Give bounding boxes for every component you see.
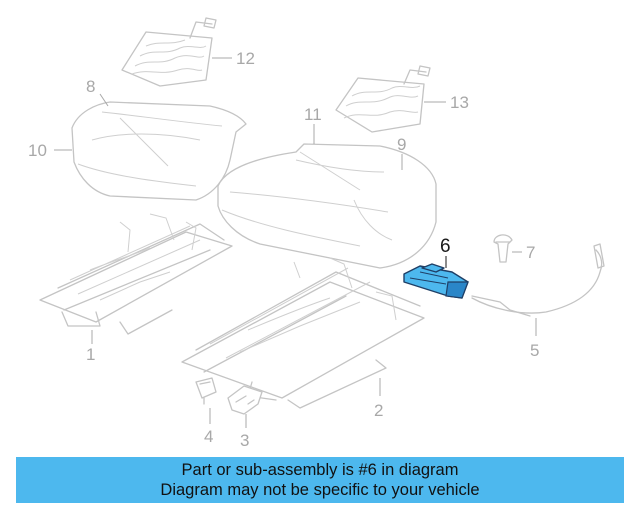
callout-7: 7: [526, 243, 535, 262]
callout-10: 10: [28, 141, 47, 160]
part-13-heater-pad: [335, 65, 431, 133]
part-12-heater-pad: [121, 17, 217, 87]
part-7-push-clip: [493, 234, 513, 263]
callout-12: 12: [236, 49, 255, 68]
part-4-clip: [195, 377, 217, 405]
part-2-seat-track: [181, 257, 425, 409]
part-5-cable: [471, 243, 605, 317]
callout-3: 3: [240, 431, 249, 450]
callout-13: 13: [450, 93, 469, 112]
part-3-bracket: [227, 385, 263, 415]
callout-11: 11: [304, 105, 322, 124]
callout-2: 2: [374, 401, 383, 420]
info-banner: Part or sub-assembly is #6 in diagram Di…: [16, 457, 624, 503]
banner-disclaimer: Diagram may not be specific to your vehi…: [160, 481, 480, 499]
callout-4: 4: [204, 427, 213, 446]
part-9-seat-cushion: [217, 143, 437, 269]
parts-diagram: 12 13 8 10 11 9 1 2: [28, 17, 605, 450]
banner-part-note: Part or sub-assembly is #6 in diagram: [181, 461, 459, 479]
callout-8: 8: [86, 77, 95, 96]
callout-1: 1: [86, 345, 95, 364]
callout-6: 6: [440, 236, 451, 257]
part-1-seat-track: [39, 213, 233, 335]
leader-8: [99, 93, 109, 107]
part-10-seat-cushion: [71, 101, 247, 201]
callout-9: 9: [397, 135, 406, 154]
part-6-highlighted: [403, 263, 469, 299]
callout-5: 5: [530, 341, 539, 360]
